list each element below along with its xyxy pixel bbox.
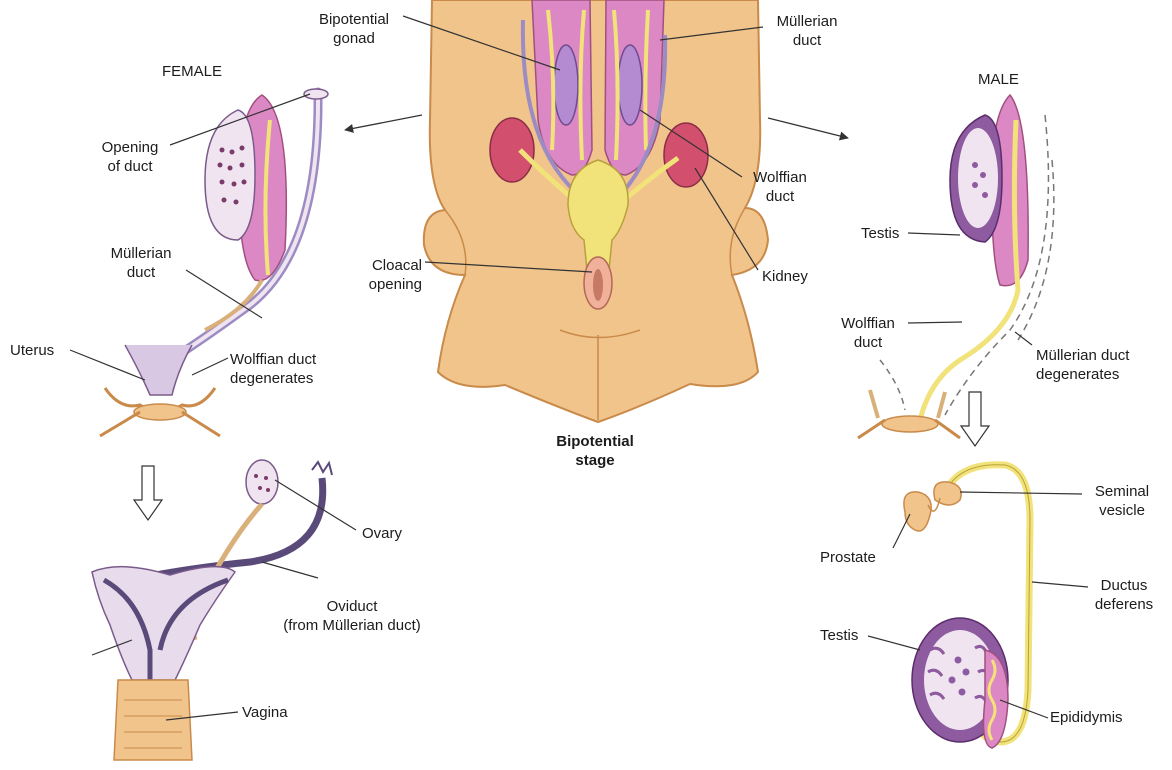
- label-line: Wolffian: [841, 315, 895, 332]
- label-oviduct: Oviduct (from Müllerian duct): [262, 597, 442, 635]
- left-kidney: [489, 117, 535, 183]
- label-line: degenerates: [230, 370, 314, 387]
- label-mullerian-duct-top: Müllerian duct: [762, 12, 852, 50]
- arrows: [132, 114, 991, 522]
- label-line: duct: [853, 334, 883, 351]
- label-seminal-vesicle: Seminal vesicle: [1082, 482, 1162, 520]
- label-testis-bottom: Testis: [820, 627, 859, 644]
- label-line: Seminal: [1094, 483, 1150, 500]
- label-line: gonad: [333, 30, 375, 47]
- female-uterus-early: [124, 344, 193, 396]
- label-line: Wolffian: [753, 169, 807, 186]
- label-line: Cloacal: [371, 257, 422, 274]
- label-line: Oviduct: [326, 598, 378, 615]
- arrow-to-female: [344, 114, 423, 133]
- label-prostate: Prostate: [820, 549, 876, 566]
- label-line: Müllerian: [110, 245, 172, 262]
- bipotential-embryo: [422, 0, 770, 424]
- right-bipotential-gonad: [617, 44, 643, 126]
- label-ductus-deferens: Ductus deferens: [1086, 576, 1162, 614]
- label-epididymis: Epididymis: [1050, 709, 1123, 726]
- label-cloacal-opening: Cloacal opening: [340, 256, 422, 294]
- label-line: duct: [765, 188, 795, 205]
- label-wolffian-duct-male: Wolffian duct: [830, 314, 906, 352]
- leader-lines: [69, 15, 1089, 721]
- label-line: opening: [368, 276, 422, 293]
- male-mullerian-remnant: [944, 114, 1050, 416]
- label-bipotential-stage: Bipotential stage: [530, 432, 660, 470]
- female-ovary-early: [204, 109, 256, 241]
- label-line: duct: [792, 32, 822, 49]
- label-line: Bipotential: [556, 433, 634, 450]
- prostate-shape: [903, 491, 932, 532]
- label-line: stage: [575, 452, 615, 469]
- label-bipotential-gonad: Bipotential gonad: [300, 10, 408, 48]
- male-adult-tract: [903, 461, 1034, 749]
- label-line: Opening: [101, 139, 159, 156]
- label-mullerian-duct-female: Müllerian duct: [96, 244, 186, 282]
- label-line: of duct: [107, 158, 153, 175]
- label-uterus: Uterus: [10, 342, 55, 359]
- male-early-tract: [857, 93, 1055, 440]
- oviduct-tube: [139, 477, 327, 582]
- female-adult-tract: [91, 459, 333, 761]
- label-line: duct: [126, 264, 156, 281]
- male-title: MALE: [978, 71, 1019, 88]
- label-line: Müllerian: [776, 13, 838, 30]
- male-down-arrow: [959, 391, 991, 448]
- label-line: (from Müllerian duct): [283, 617, 421, 634]
- female-duct-opening: [303, 88, 329, 100]
- label-line: Ductus: [1100, 577, 1148, 594]
- label-line: Müllerian duct: [1036, 347, 1130, 364]
- label-ovary: Ovary: [362, 525, 403, 542]
- female-early-tract: [99, 87, 329, 438]
- label-wolffian-degenerates: Wolffian duct degenerates: [230, 350, 316, 388]
- left-bipotential-gonad: [553, 44, 579, 126]
- label-testis-top: Testis: [861, 225, 900, 242]
- label-line: deferens: [1094, 596, 1154, 613]
- label-line: vesicle: [1099, 502, 1145, 519]
- label-wolffian-duct-center: Wolffian duct: [742, 168, 818, 206]
- label-line: degenerates: [1036, 366, 1120, 383]
- female-title: FEMALE: [162, 63, 223, 80]
- label-kidney: Kidney: [762, 268, 808, 285]
- seminal-vesicle-shape: [933, 481, 962, 506]
- label-opening-of-duct: Opening of duct: [90, 138, 170, 176]
- female-down-arrow: [132, 465, 164, 522]
- label-vagina: Vagina: [242, 704, 288, 721]
- label-line: Wolffian duct: [230, 351, 317, 368]
- label-mullerian-degenerates: Müllerian duct degenerates: [1036, 346, 1129, 384]
- ovary-shape: [245, 459, 279, 505]
- label-line: Bipotential: [318, 11, 390, 28]
- arrow-to-male: [767, 117, 849, 141]
